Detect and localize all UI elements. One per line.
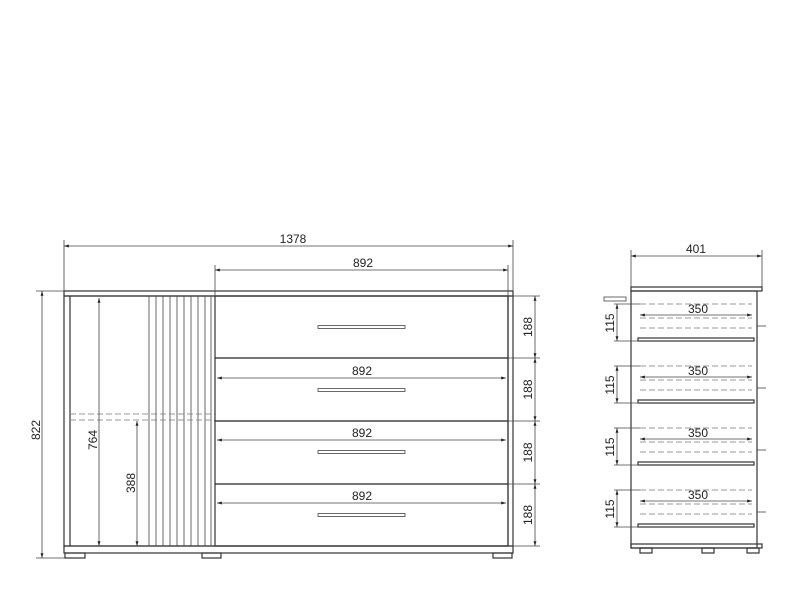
dim-inner-height: 764 [86,430,100,450]
drawer-front: 188 892 [214,420,540,485]
dim-drawer-side-height: 115 [603,437,617,456]
plinth [63,545,514,554]
drawer-side: 350 115 [603,302,766,342]
dim-drawer-width: 892 [352,489,372,503]
drawer-side: 350 115 [603,488,766,528]
top-board [63,290,514,297]
drawer-front: 188 [214,295,540,359]
dim-drawer-depth: 350 [688,364,708,378]
dim-drawer-side-height: 115 [603,313,617,332]
dim-drawer-width: 892 [352,364,372,378]
dim-drawer-height: 188 [521,442,535,462]
foot [492,552,513,559]
side-view: 401 350 115 350 115 350 115 350 115 [603,242,766,554]
dim-drawer-height: 188 [521,379,535,399]
slatted-door [148,296,216,546]
drawer-handle [317,513,406,517]
drawer-side: 350 115 [603,426,766,466]
drawer-side: 350 115 [603,364,766,404]
drawer-runner [637,337,755,342]
side-panel [630,290,758,549]
drawer-runner [637,461,755,466]
dim-drawer-height: 188 [521,505,535,525]
dim-drawer-depth: 350 [688,488,708,502]
dim-drawer-width: 892 [352,426,372,440]
dim-drawer-depth: 350 [688,302,708,316]
dim-overall-width: 1378 [280,232,307,246]
dim-drawer-side-height: 115 [603,499,617,518]
drawer-front: 188 892 [214,483,540,547]
drawer-front: 188 892 [214,357,540,422]
dim-overall-height: 822 [29,420,43,440]
dim-drawer-side-height: 115 [603,375,617,394]
foot [64,552,86,559]
front-view: 188 188 892 188 892 188 892 1378 892 822 764 3… [29,232,540,559]
drawers: 188 188 892 188 892 188 892 [214,295,540,547]
foot [201,552,222,559]
dim-depth: 401 [686,242,706,256]
dim-drawer-depth: 350 [688,426,708,440]
drawer-handle [317,388,406,392]
dim-shelf-height: 388 [124,473,138,493]
drawer-handle [317,325,406,329]
drawer-handle [317,450,406,454]
drawer-runner [637,399,755,404]
dim-drawer-height: 188 [521,317,535,337]
dim-drawer-width: 892 [353,256,373,270]
drawer-runner [637,523,755,528]
